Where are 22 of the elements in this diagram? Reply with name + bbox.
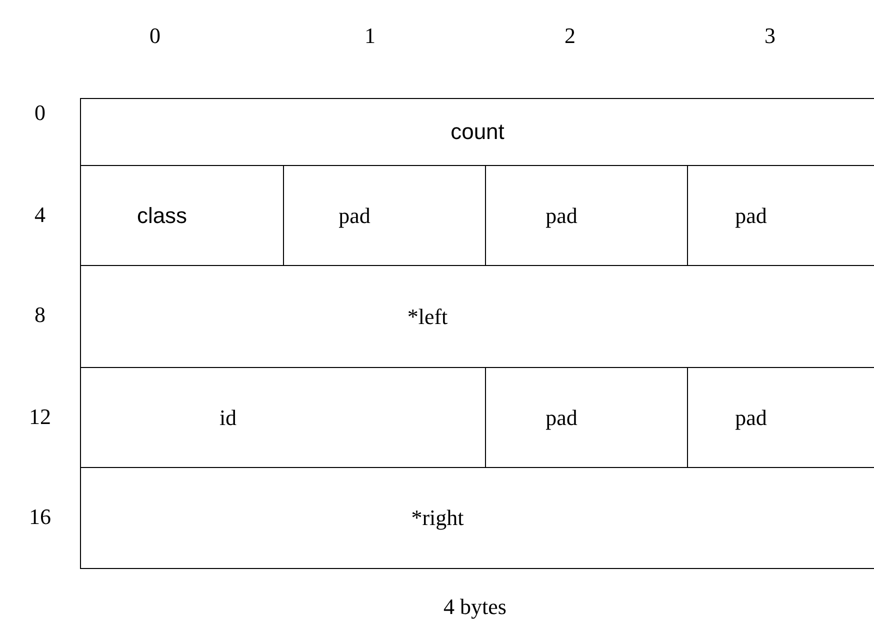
field-cell xyxy=(80,98,874,166)
byte-offset: 0 xyxy=(34,100,46,126)
field-name: pad xyxy=(546,202,578,228)
byte-offset: 8 xyxy=(34,302,46,328)
field-name: *left xyxy=(407,304,448,330)
field-name: pad xyxy=(338,202,370,228)
byte-offset: 16 xyxy=(29,504,51,530)
byte-offset: 4 xyxy=(34,202,46,228)
field-name: count xyxy=(450,119,504,145)
field-name: class xyxy=(136,202,188,228)
field-name: *right xyxy=(411,505,464,531)
width-note: 4 bytes xyxy=(444,594,506,620)
field-cell xyxy=(80,467,874,569)
byte-column-number: 0 xyxy=(150,23,160,49)
field-name: id xyxy=(219,404,237,430)
field-name: pad xyxy=(735,202,767,228)
byte-offset: 12 xyxy=(29,404,51,430)
field-name: pad xyxy=(546,404,578,430)
byte-column-number: 1 xyxy=(364,23,376,49)
byte-column-number: 3 xyxy=(764,23,776,49)
field-name: pad xyxy=(735,404,767,430)
byte-column-number: 2 xyxy=(564,23,576,49)
